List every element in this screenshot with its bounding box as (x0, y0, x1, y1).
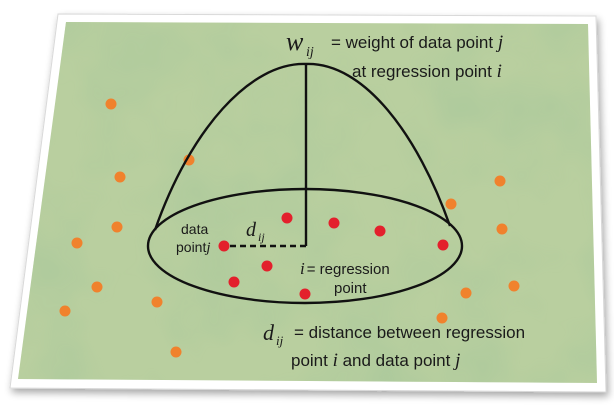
data-point (59, 305, 71, 317)
red-data-points (218, 212, 449, 300)
data-point (71, 237, 83, 249)
weight-caption-line1: = weight of data point j (331, 32, 503, 53)
weight-symbol: w (286, 27, 304, 56)
data-point (445, 198, 457, 210)
data-point (496, 223, 508, 235)
distance-formula-subscript: ij (276, 333, 284, 348)
data-point (218, 240, 230, 252)
data-point (151, 296, 163, 308)
map-texture (18, 22, 597, 383)
distance-symbol: d ij (246, 219, 265, 244)
weight-caption-line2: at regression point i (352, 61, 502, 82)
distance-caption-line2: point i and data point j (291, 350, 460, 371)
distance-symbol-d: d (246, 219, 257, 241)
weight-subscript: ij (306, 45, 314, 60)
data-point (228, 276, 240, 288)
data-point (437, 239, 449, 251)
distance-formula: d ij = distance between regression point… (263, 320, 525, 371)
data-point (183, 154, 195, 166)
data-point (374, 225, 386, 237)
data-point (494, 175, 506, 187)
data-point-label-line2: pointj (176, 239, 211, 256)
data-point (105, 98, 117, 110)
data-point (170, 346, 182, 358)
data-point (436, 312, 448, 324)
data-point-label: data pointj (176, 221, 211, 256)
orange-data-points (59, 98, 520, 358)
data-point (299, 288, 311, 300)
regression-point-line1: i= regression (300, 259, 390, 278)
data-point (91, 281, 103, 293)
data-point (460, 287, 472, 299)
data-point (114, 171, 126, 183)
data-point (261, 260, 273, 272)
data-point (281, 212, 293, 224)
data-point (508, 280, 520, 292)
weight-kernel (146, 62, 464, 305)
distance-caption-line1: = distance between regression (294, 323, 525, 342)
weight-formula: w ij = weight of data point j at regress… (286, 27, 503, 82)
distance-symbol-subscript: ij (258, 230, 265, 244)
regression-point-label: i= regression point (300, 259, 390, 297)
data-point (111, 221, 123, 233)
regression-point-line2: point (334, 280, 367, 297)
data-point (328, 217, 340, 229)
distance-formula-d: d (263, 320, 275, 345)
data-point-label-line1: data (181, 221, 208, 237)
